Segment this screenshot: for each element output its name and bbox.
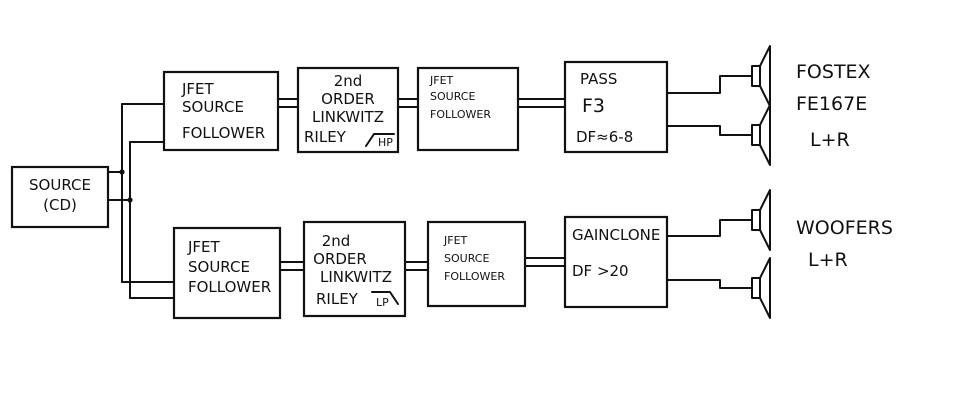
block-label-line: DF >20: [572, 262, 629, 280]
block-label-line: ORDER: [313, 250, 367, 268]
block-label-line: SOURCE: [430, 90, 475, 103]
block-label-line: FOLLOWER: [182, 124, 265, 142]
fullrange-speaker-model: FE167E: [796, 93, 867, 115]
block-label-line: 2nd: [334, 72, 363, 90]
top-buf-to-amp: [517, 98, 566, 108]
junction-dot: [119, 169, 125, 175]
top-jfet-buffer-out-box: [416, 66, 520, 152]
top-xover-to-buf: [397, 98, 419, 108]
block-label-line: LINKWITZ: [312, 108, 384, 126]
bottom-buffer-in: JFET SOURCE FOLLOWER: [172, 226, 282, 320]
filter-type-tag: LP: [376, 296, 389, 309]
top-amplifier: PASS F3 DF≈6-8: [563, 60, 669, 154]
top-input-wire: [121, 103, 165, 143]
block-label-line: F3: [582, 95, 605, 117]
top-buffer-in: JFET SOURCE FOLLOWER: [162, 70, 280, 152]
bottom-jfet-buffer-in-box: [172, 226, 282, 320]
top-jfet-buffer-in-box: [162, 70, 280, 152]
bottom-buf-to-amp: [524, 257, 566, 267]
block-label-line: RILEY: [316, 290, 359, 308]
woofer-channels: L+R: [808, 249, 848, 271]
bottom-crossover: 2nd ORDER LINKWITZ RILEY LP: [302, 220, 407, 318]
top-crossover: 2nd ORDER LINKWITZ RILEY HP: [296, 66, 400, 154]
bottom-amplifier: GAINCLONE DF >20: [563, 215, 669, 309]
source-block: SOURCE (CD): [10, 165, 110, 229]
block-label-line: FOLLOWER: [430, 108, 491, 121]
block-label-line: DF≈6-8: [576, 128, 633, 146]
filter-type-tag: HP: [378, 136, 393, 149]
block-label-line: JFET: [443, 234, 468, 247]
block-label-line: JFET: [429, 74, 454, 87]
bottom-buffer-out: JFET SOURCE FOLLOWER: [426, 220, 527, 308]
speaker-icon: [751, 189, 771, 251]
block-label-line: SOURCE: [182, 98, 244, 116]
bottom-input-wire: [121, 281, 175, 299]
top-amp-to-speaker-2: [666, 125, 753, 136]
source-sublabel: (CD): [43, 196, 77, 214]
connections: [107, 75, 753, 299]
bottom-amp-to-woofer-2: [666, 279, 753, 289]
speaker-icon: [751, 104, 771, 166]
speaker-icon: [751, 257, 771, 319]
bottom-xover-to-buf: [404, 261, 429, 271]
block-label-line: JFET: [181, 80, 215, 98]
split-bus: [121, 103, 131, 299]
lowpass-slope-icon: [371, 291, 399, 305]
gainclone-amp-box: [563, 215, 669, 309]
block-label-line: GAINCLONE: [572, 226, 660, 244]
block-label-line: RILEY: [304, 128, 347, 146]
block-label-line: PASS: [580, 70, 617, 88]
fullrange-channels: L+R: [810, 129, 850, 151]
top-buffer-out: JFET SOURCE FOLLOWER: [416, 66, 520, 152]
speaker-icon: [751, 45, 771, 107]
highpass-slope-icon: [365, 133, 395, 147]
block-label-line: SOURCE: [444, 252, 489, 265]
block-label-line: JFET: [187, 238, 221, 256]
woofer-label: WOOFERS: [796, 217, 893, 239]
block-label-line: LINKWITZ: [320, 268, 392, 286]
bottom-amp-to-woofer-1: [666, 219, 753, 237]
source-box: [10, 165, 110, 229]
junction-dot: [127, 197, 133, 203]
block-label-line: SOURCE: [188, 258, 250, 276]
top-buf-to-xover: [277, 98, 299, 108]
block-label-line: 2nd: [322, 232, 351, 250]
bottom-crossover-box: [302, 220, 407, 318]
source-out-wire: [107, 171, 131, 201]
bottom-buf-to-xover: [279, 261, 305, 271]
block-label-line: FOLLOWER: [444, 270, 505, 283]
pass-f3-amp-box: [563, 60, 669, 154]
top-amp-to-speaker-1: [666, 75, 753, 94]
top-crossover-box: [296, 66, 400, 154]
block-label-line: FOLLOWER: [188, 278, 271, 296]
block-label-line: ORDER: [321, 90, 375, 108]
fullrange-speaker-label: FOSTEX: [796, 61, 871, 83]
bottom-jfet-buffer-out-box: [426, 220, 527, 308]
source-label: SOURCE: [29, 176, 91, 194]
